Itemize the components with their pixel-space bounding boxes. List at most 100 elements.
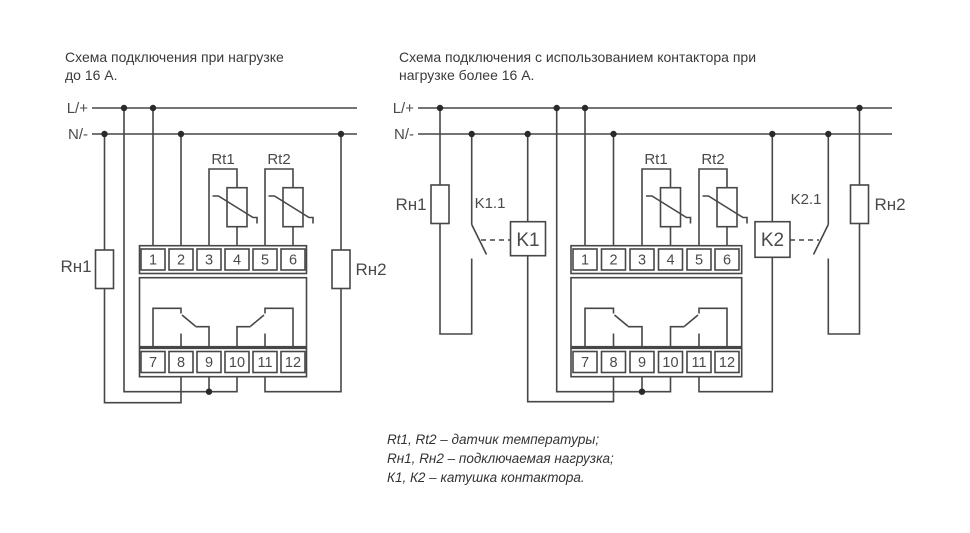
wire-terminal11-to-load2 xyxy=(264,288,342,393)
terminal-cell xyxy=(686,350,712,374)
contact2-blade xyxy=(812,224,830,255)
terminal-number: 12 xyxy=(719,355,735,371)
sensor1-label: Rt1 xyxy=(644,151,667,168)
terminal-cell xyxy=(600,350,627,374)
junction-dot xyxy=(825,130,832,138)
terminal-cell xyxy=(224,350,250,374)
terminal-number: 5 xyxy=(261,253,269,269)
junction-dot xyxy=(337,130,345,138)
relay-contact2-blade xyxy=(249,314,265,327)
terminal-cell xyxy=(252,350,278,374)
sensor2-thermistor-stroke xyxy=(268,195,314,224)
terminal-number: 11 xyxy=(691,355,706,371)
relay-contact1-blade xyxy=(181,314,197,327)
terminal-cell xyxy=(714,350,740,374)
terminal-number: 12 xyxy=(285,355,301,371)
terminal-number: 10 xyxy=(662,355,678,371)
sensor1-leads xyxy=(641,168,672,246)
terminal-cell xyxy=(629,248,655,271)
left-title-line1: Схема подключения при нагрузке xyxy=(65,49,284,65)
load1-resistor xyxy=(94,249,115,290)
terminal-cell xyxy=(140,350,166,374)
wire-live-feed-commons xyxy=(123,108,238,393)
terminal-number: 2 xyxy=(609,253,617,269)
wire-load1-to-contact xyxy=(439,223,473,335)
junction-dot xyxy=(177,130,185,138)
terminal-number: 6 xyxy=(723,253,731,269)
live-bus-label: L/+ xyxy=(393,100,415,117)
right-diagram-title: Схема подключения с использованием конта… xyxy=(399,48,869,84)
contact1-blade xyxy=(470,224,488,255)
sensor1-leads xyxy=(208,168,238,246)
load2-label: Rн2 xyxy=(874,195,905,214)
terminal-cell xyxy=(572,350,598,374)
terminal-cell xyxy=(600,248,627,271)
junction-dot xyxy=(101,130,108,138)
sensor2-leads xyxy=(698,168,728,246)
wire-contact2-to-load2 xyxy=(827,223,861,335)
relay-contact1-fixed xyxy=(152,307,182,349)
junction-dot xyxy=(856,104,863,112)
load2-label: Rн2 xyxy=(355,260,386,279)
relay-contact1-common xyxy=(628,325,643,349)
junction-dot xyxy=(581,104,589,112)
relay-contact1-blade xyxy=(613,314,629,327)
terminal-number: 1 xyxy=(149,253,157,269)
load1-label: Rн1 xyxy=(60,257,91,276)
coil2-label: K2 xyxy=(761,230,784,251)
coil2-box xyxy=(754,220,791,259)
terminal-strip-top xyxy=(138,244,308,275)
terminal-number: 4 xyxy=(666,253,674,269)
load1-resistor xyxy=(430,184,450,225)
junction-dot xyxy=(610,130,617,138)
diagram-load-over-16A-with-contactor: L/+ N/- Rн1 K1.1 K1 xyxy=(393,100,906,403)
junction-dot xyxy=(120,104,128,112)
terminal-cell xyxy=(686,248,712,271)
sensor2-label: Rt2 xyxy=(267,151,290,168)
sensor2-leads xyxy=(264,168,294,246)
terminal-cell xyxy=(252,248,278,271)
legend-loads: Rн1, Rн2 – подключаемая нагрузка; xyxy=(387,450,614,466)
wire-coil1-to-terminal8 xyxy=(526,255,615,403)
right-title-line1: Схема подключения с использованием конта… xyxy=(399,49,757,65)
wire-load1-to-terminal8 xyxy=(103,288,182,404)
terminal-cell xyxy=(280,350,306,374)
relay-body xyxy=(138,276,308,348)
terminal-number: 8 xyxy=(609,355,617,371)
relay-contact1-common xyxy=(195,325,210,349)
relay-body xyxy=(570,276,743,348)
terminal-cell xyxy=(140,248,166,271)
wire-live-feed-commons xyxy=(555,108,672,393)
terminal-cell xyxy=(196,248,222,271)
load1-label: Rн1 xyxy=(395,195,426,214)
terminal-number: 8 xyxy=(177,355,185,371)
terminal-cell xyxy=(714,248,740,271)
relay-contact2-blade xyxy=(683,314,699,327)
diagram-load-up-to-16A: L/+ N/- Rн1 Rн2 Rt1 xyxy=(60,100,387,404)
terminal-cell xyxy=(629,350,655,374)
sensor2-thermistor-stroke xyxy=(702,195,748,224)
junction-dot xyxy=(553,104,560,112)
contact1-label: K1.1 xyxy=(475,195,506,212)
sensor2-label: Rt2 xyxy=(701,151,724,168)
terminal-cell xyxy=(280,248,306,271)
wire-terminal11-to-coil2 xyxy=(698,257,774,393)
contact2-label: K2.1 xyxy=(791,191,822,208)
terminal-strip-top xyxy=(570,244,743,275)
load2-resistor xyxy=(331,249,351,290)
terminal-number: 6 xyxy=(289,253,297,269)
terminal-number: 2 xyxy=(177,253,185,269)
right-title-line2: нагрузке более 16 А. xyxy=(399,67,535,83)
load2-resistor xyxy=(849,184,870,225)
sensor1-thermistor-stroke xyxy=(212,195,258,224)
legend-coils: К1, К2 – катушка контактора. xyxy=(387,469,585,485)
terminal-strip-bottom xyxy=(570,347,743,378)
terminal-cell xyxy=(657,350,684,374)
relay-contact2-common xyxy=(236,325,251,349)
terminal-number: 4 xyxy=(233,253,241,269)
terminal-cell xyxy=(196,350,222,374)
junction-dot xyxy=(524,130,531,138)
junction-dot xyxy=(205,388,213,395)
